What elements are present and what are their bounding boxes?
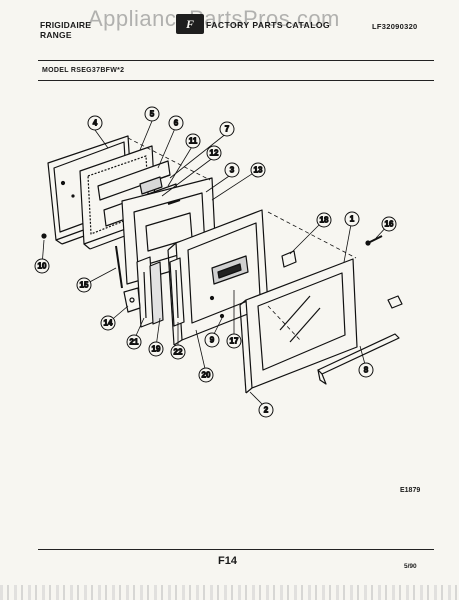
- hinge-rod: [115, 245, 123, 289]
- svg-text:17: 17: [230, 337, 239, 346]
- callout-14: 14: [100, 315, 116, 331]
- brand-block: FRIGIDAIRE RANGE: [40, 20, 91, 40]
- svg-text:4: 4: [93, 119, 98, 128]
- callout-3: 3: [224, 162, 240, 178]
- svg-text:21: 21: [130, 338, 139, 347]
- callout-6: 6: [168, 115, 184, 131]
- callout-17: 17: [226, 333, 242, 349]
- svg-text:8: 8: [364, 366, 369, 375]
- scan-noise: [0, 585, 459, 600]
- svg-text:7: 7: [225, 125, 230, 134]
- loose-screw: [41, 233, 47, 239]
- product-type: RANGE: [40, 30, 72, 40]
- callout-11: 11: [185, 133, 201, 149]
- callout-8: 8: [358, 362, 374, 378]
- svg-text:5: 5: [150, 110, 155, 119]
- hinge-strips: [136, 256, 185, 328]
- callout-20: 20: [198, 367, 214, 383]
- brand-name: FRIGIDAIRE: [40, 20, 92, 30]
- page-label: F14: [218, 555, 237, 567]
- callout-22: 22: [170, 344, 186, 360]
- header-rule: [38, 60, 434, 61]
- callout-7: 7: [219, 121, 235, 137]
- callout-5: 5: [144, 106, 160, 122]
- svg-text:14: 14: [104, 319, 113, 328]
- figure-reference: E1879: [400, 487, 421, 494]
- watermark: AppliancePartsPros.com: [88, 6, 340, 31]
- svg-text:12: 12: [210, 149, 219, 158]
- catalog-title: FACTORY PARTS CATALOG: [206, 20, 331, 30]
- callout-21: 21: [126, 334, 142, 350]
- svg-text:16: 16: [385, 220, 394, 229]
- svg-text:11: 11: [189, 137, 198, 146]
- outer-door-frame: [239, 258, 358, 394]
- callout-15: 15: [76, 277, 92, 293]
- revision-date: 5/90: [404, 563, 417, 570]
- svg-text:19: 19: [152, 345, 161, 354]
- callout-19: 19: [148, 341, 164, 357]
- footer-rule: [38, 549, 434, 550]
- catalog-code: LF32090320: [372, 22, 418, 31]
- svg-text:15: 15: [80, 281, 89, 290]
- door-clip: [281, 250, 297, 268]
- svg-text:6: 6: [174, 119, 179, 128]
- callout-12: 12: [206, 145, 222, 161]
- svg-text:18: 18: [320, 216, 329, 225]
- callout-2: 2: [258, 402, 274, 418]
- callout-10: 10: [34, 258, 50, 274]
- svg-text:13: 13: [254, 166, 263, 175]
- model-number: MODEL RSEG37BFW*2: [42, 67, 125, 74]
- callout-1: 1: [344, 211, 360, 227]
- brand-logo: F: [176, 14, 204, 34]
- svg-text:3: 3: [230, 166, 235, 175]
- svg-text:2: 2: [264, 406, 269, 415]
- model-rule: [38, 80, 434, 81]
- callout-4: 4: [87, 115, 103, 131]
- hinge-bracket: [123, 287, 141, 313]
- svg-text:10: 10: [38, 262, 47, 271]
- callout-16: 16: [381, 216, 397, 232]
- svg-text:22: 22: [174, 348, 183, 357]
- callout-18: 18: [316, 212, 332, 228]
- mounting-screw: [365, 235, 383, 246]
- svg-text:9: 9: [210, 336, 215, 345]
- callout-13: 13: [250, 162, 266, 178]
- svg-text:20: 20: [202, 371, 211, 380]
- callout-9: 9: [204, 332, 220, 348]
- svg-text:1: 1: [350, 215, 355, 224]
- door-handle: [317, 295, 403, 385]
